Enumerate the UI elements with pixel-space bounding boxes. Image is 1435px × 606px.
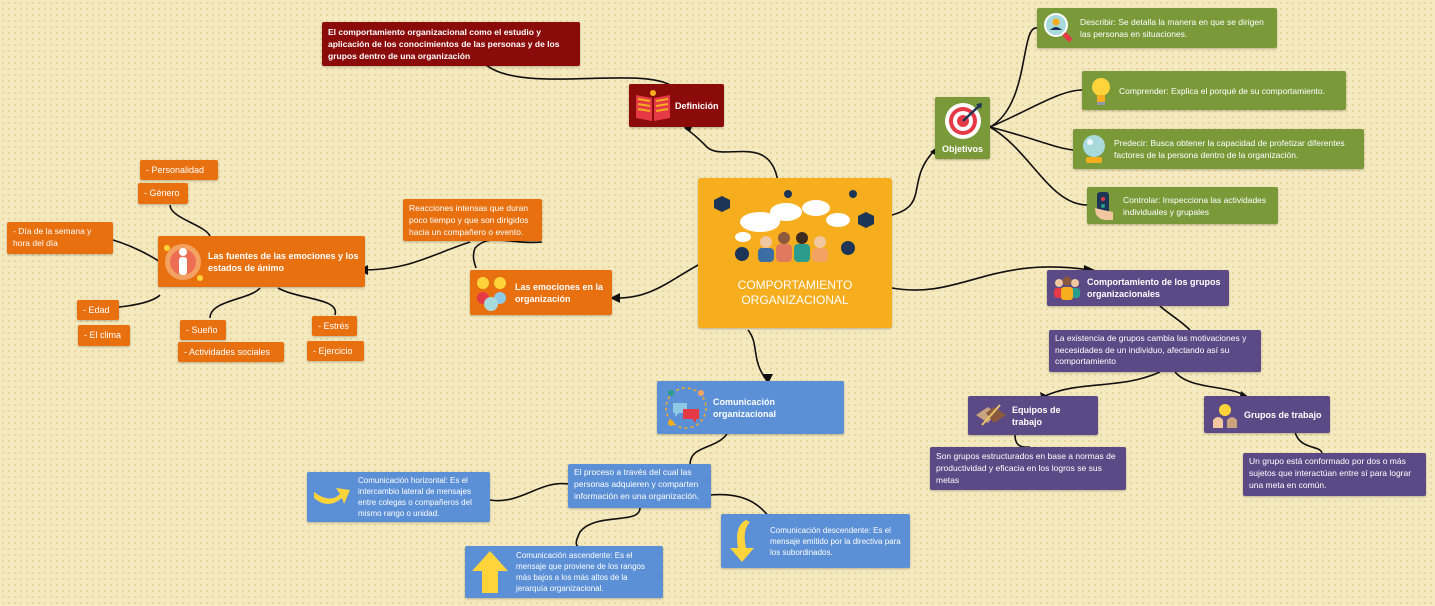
grupos-desc-text: La existencia de grupos cambia las motiv… — [1055, 333, 1247, 366]
comunicacion-ascendente-text: Comunicación ascendente: Es el mensaje q… — [516, 551, 645, 593]
objetivos-label: Objetivos — [941, 144, 983, 154]
grupos-label: Comportamiento de los grupos organizacio… — [1087, 277, 1221, 299]
equipos-desc[interactable]: Son grupos estructurados en base a norma… — [930, 447, 1126, 490]
fuente-genero[interactable]: - Género — [138, 183, 188, 204]
objetivo-describir-text: Describir: Se detalla la manera en que s… — [1080, 17, 1264, 39]
comunicacion-descendente-text: Comunicación descendente: Es el mensaje … — [770, 525, 901, 557]
fuente-clima[interactable]: - El clima — [78, 325, 130, 346]
central-title-line1: COMPORTAMIENTO — [737, 278, 853, 292]
arrow-up-icon — [472, 551, 508, 593]
fuente-edad-text: - Edad — [83, 305, 110, 315]
fuente-ejercicio-text: - Ejercicio — [313, 346, 353, 356]
fuente-estres-text: - Estrés — [318, 321, 350, 331]
idea-hands-icon — [1213, 403, 1237, 428]
fuente-ejercicio[interactable]: - Ejercicio — [307, 341, 364, 361]
fuente-dia[interactable]: - Día de la semana y hora del día — [7, 222, 113, 254]
emociones-node[interactable]: Las emociones en la organización — [470, 270, 612, 315]
arrow-right-icon — [314, 488, 350, 504]
comunicacion-descendente[interactable]: Comunicación descendente: Es el mensaje … — [721, 514, 910, 568]
open-book-icon — [636, 89, 670, 121]
equipos-desc-text: Son grupos estructurados en base a norma… — [936, 451, 1116, 485]
fuente-actividades[interactable]: - Actividades sociales — [178, 342, 284, 362]
objetivos-node[interactable]: Objetivos — [935, 97, 990, 159]
equipos-node[interactable]: Equipos de trabajo — [968, 396, 1098, 435]
emociones-desc-text: Reacciones intensas que duran poco tiemp… — [409, 203, 529, 237]
objetivo-predecir-text: Predecir: Busca obtener la capacidad de … — [1114, 138, 1345, 160]
grupos-trabajo-desc-text: Un grupo está conformado por dos o más s… — [1249, 456, 1412, 490]
arrow-down-icon — [730, 520, 754, 562]
lightbulb-icon — [1092, 77, 1110, 105]
target-icon — [944, 103, 982, 139]
fuente-sueno[interactable]: - Sueño — [180, 320, 226, 340]
central-title-line2: ORGANIZACIONAL — [741, 293, 849, 307]
grupos-trabajo-label: Grupos de trabajo — [1244, 409, 1322, 420]
equipos-label: Equipos de trabajo — [1012, 404, 1061, 427]
fuente-dia-text: - Día de la semana y hora del día — [13, 226, 92, 248]
grupos-desc[interactable]: La existencia de grupos cambia las motiv… — [1049, 330, 1261, 372]
emoji-faces-icon — [477, 276, 506, 311]
magnifier-person-icon — [1044, 13, 1072, 42]
grupos-trabajo-desc[interactable]: Un grupo está conformado por dos o más s… — [1243, 453, 1426, 496]
fuente-actividades-text: - Actividades sociales — [184, 347, 271, 357]
fuente-edad[interactable]: - Edad — [77, 300, 119, 320]
fuente-genero-text: - Género — [144, 188, 180, 198]
fuente-clima-text: - El clima — [84, 330, 122, 340]
chat-bubbles-icon — [665, 386, 707, 429]
fuentes-label: Las fuentes de las emociones y los estad… — [208, 250, 359, 273]
comunicacion-label: Comunicación organizacional — [713, 396, 777, 419]
comunicacion-desc-text: El proceso a través del cual las persona… — [574, 467, 700, 501]
emociones-desc[interactable]: Reacciones intensas que duran poco tiemp… — [403, 199, 542, 241]
grupos-trabajo-node[interactable]: Grupos de trabajo — [1204, 396, 1330, 433]
grupos-node[interactable]: Comportamiento de los grupos organizacio… — [1047, 270, 1229, 306]
objetivo-controlar-text: Controlar: Inspecciona las actividades i… — [1123, 194, 1267, 217]
objetivo-comprender[interactable]: Comprender: Explica el porqué de su comp… — [1082, 71, 1346, 110]
objetivo-describir[interactable]: Describir: Se detalla la manera en que s… — [1037, 8, 1277, 48]
definicion-label: Definición — [675, 100, 719, 111]
group-people-icon — [1054, 276, 1080, 300]
crystal-ball-icon — [1083, 135, 1105, 163]
central-node[interactable]: COMPORTAMIENTO ORGANIZACIONAL — [698, 178, 892, 328]
objetivo-comprender-text: Comprender: Explica el porqué de su comp… — [1119, 85, 1325, 96]
fuente-personalidad[interactable]: - Personalidad — [140, 160, 218, 180]
controller-icon — [1095, 191, 1113, 220]
fuente-sueno-text: - Sueño — [186, 325, 218, 335]
comunicacion-ascendente[interactable]: Comunicación ascendente: Es el mensaje q… — [465, 546, 663, 598]
definicion-desc[interactable]: El comportamiento organizacional como el… — [322, 22, 580, 66]
objetivo-controlar[interactable]: Controlar: Inspecciona las actividades i… — [1087, 187, 1278, 224]
fuente-personalidad-text: - Personalidad — [146, 165, 205, 175]
definicion-node[interactable]: Definición — [629, 84, 724, 127]
fuente-estres[interactable]: - Estrés — [312, 316, 357, 336]
comunicacion-horizontal[interactable]: Comunicación horizontal: Es el intercamb… — [307, 472, 490, 522]
comunicacion-node[interactable]: Comunicación organizacional — [657, 381, 844, 434]
comunicacion-horizontal-text: Comunicación horizontal: Es el intercamb… — [358, 476, 472, 518]
comunicacion-desc[interactable]: El proceso a través del cual las persona… — [568, 464, 711, 508]
objetivo-predecir[interactable]: Predecir: Busca obtener la capacidad de … — [1073, 129, 1364, 169]
person-figure-icon — [164, 243, 203, 281]
people-gears-illustration — [714, 190, 874, 262]
emociones-label: Las emociones en la organización — [515, 281, 604, 304]
handshake-icon — [976, 403, 1006, 426]
fuentes-node[interactable]: Las fuentes de las emociones y los estad… — [158, 236, 365, 287]
definicion-text: El comportamiento organizacional como el… — [328, 27, 560, 61]
